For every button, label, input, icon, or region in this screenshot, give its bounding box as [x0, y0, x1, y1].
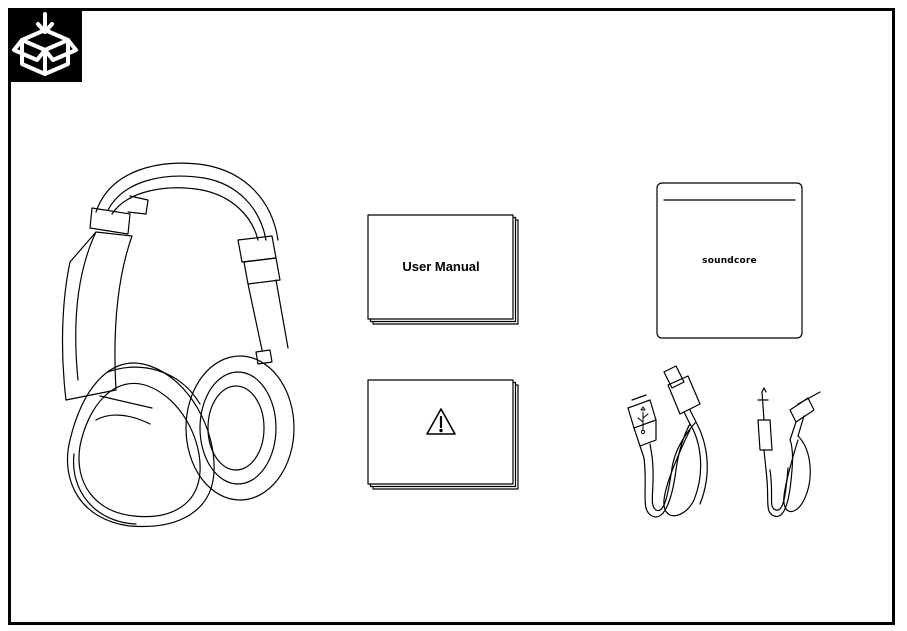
- package-contents-badge: [8, 8, 82, 82]
- user-manual-booklet: [367, 214, 519, 325]
- carry-pouch: [656, 182, 803, 339]
- warning-triangle-icon: [426, 408, 456, 435]
- aux-audio-cable: [757, 387, 821, 517]
- pouch-brand-logo: soundcore: [702, 256, 757, 266]
- usb-symbol-icon: [637, 406, 649, 435]
- package-contents-icon: [12, 12, 78, 76]
- user-manual-title: User Manual: [402, 258, 480, 274]
- headphones-illustration: [61, 162, 295, 528]
- usb-cable: [627, 365, 708, 518]
